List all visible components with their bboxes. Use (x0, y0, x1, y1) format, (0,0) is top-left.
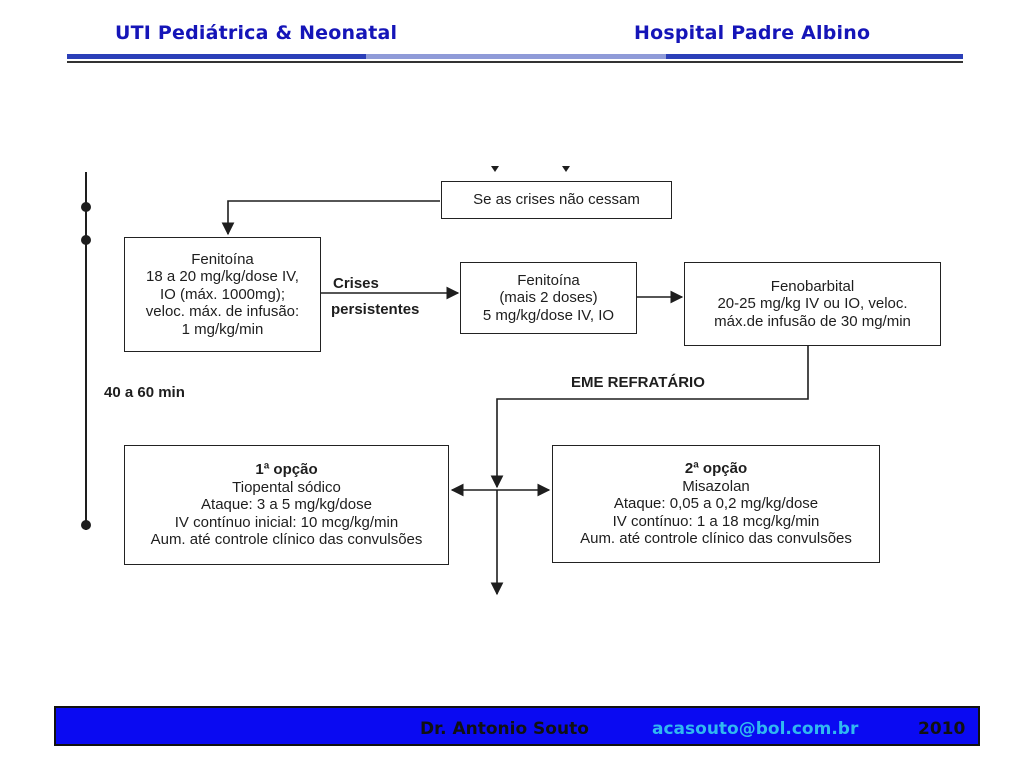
header-rule-highlight (366, 54, 666, 59)
fenitoina1-line: Fenitoína (191, 250, 254, 268)
fenobarbital-line: máx.de infusão de 30 mg/min (714, 312, 911, 330)
footer-email-link[interactable]: acasouto@bol.com.br (652, 719, 859, 739)
option2-line: Aum. até controle clínico das convulsões (580, 530, 852, 548)
box-option-2: 2ª opção Misazolan Ataque: 0,05 a 0,2 mg… (552, 445, 880, 563)
timeline-dot-1 (81, 202, 91, 212)
option2-line: Ataque: 0,05 a 0,2 mg/kg/dose (613, 495, 819, 513)
option1-line: Ataque: 3 a 5 mg/kg/dose (201, 496, 372, 514)
box-se-crises-nao-cessam: Se as crises não cessam (441, 181, 672, 219)
fenitoina2-line: (mais 2 doses) (499, 289, 598, 307)
fenobarbital-line: 20-25 mg/kg IV ou IO, veloc. (717, 295, 908, 313)
box-fenitoina-1: Fenitoína 18 a 20 mg/kg/dose IV, IO (máx… (124, 237, 321, 352)
fenitoina1-line: IO (máx. 1000mg); (159, 285, 286, 303)
box-option-1: 1ª opção Tiopental sódico Ataque: 3 a 5 … (124, 445, 449, 565)
option2-line: Misazolan (682, 477, 750, 495)
fenobarbital-line: Fenobarbital (770, 277, 855, 295)
fenitoina1-line: veloc. máx. de infusão: (145, 303, 300, 321)
label-crises: Crises (333, 275, 379, 292)
footer-year: 2010 (918, 719, 966, 739)
header-right-title: Hospital Padre Albino (634, 22, 871, 44)
option2-title: 2ª opção (684, 460, 748, 478)
box-fenobarbital: Fenobarbital 20-25 mg/kg IV ou IO, veloc… (684, 262, 941, 346)
header-left-title: UTI Pediátrica & Neonatal (115, 22, 398, 44)
fenitoina2-line: Fenitoína (517, 271, 580, 289)
fenitoina1-line: 18 a 20 mg/kg/dose IV, (146, 268, 299, 286)
footer-bar: Dr. Antonio Souto acasouto@bol.com.br 20… (54, 706, 980, 746)
option1-title: 1ª opção (255, 461, 318, 479)
label-persistentes: persistentes (331, 301, 420, 318)
option2-line: IV contínuo: 1 a 18 mcg/kg/min (612, 512, 820, 530)
top-arrowhead-2 (562, 166, 570, 172)
label-time: 40 a 60 min (104, 384, 185, 401)
option1-line: Tiopental sódico (232, 478, 341, 496)
connector-top-to-fenitoina (221, 200, 440, 236)
timeline-dot-2 (81, 235, 91, 245)
fenitoina2-line: 5 mg/kg/dose IV, IO (482, 306, 615, 324)
header-rule-thin (67, 61, 963, 63)
fenitoina1-line: 1 mg/kg/min (181, 320, 264, 338)
connector-eme (490, 346, 809, 489)
footer-author: Dr. Antonio Souto (420, 719, 589, 739)
label-eme-refratario: EME REFRATÁRIO (571, 374, 705, 391)
option1-line: IV contínuo inicial: 10 mcg/kg/min (174, 513, 399, 531)
timeline-dot-3 (81, 520, 91, 530)
box-fenitoina-2: Fenitoína (mais 2 doses) 5 mg/kg/dose IV… (460, 262, 637, 334)
box-se-crises-text: Se as crises não cessam (473, 191, 640, 209)
option1-line: Aum. até controle clínico das convulsões (150, 531, 423, 549)
top-arrowhead-1 (491, 166, 499, 172)
